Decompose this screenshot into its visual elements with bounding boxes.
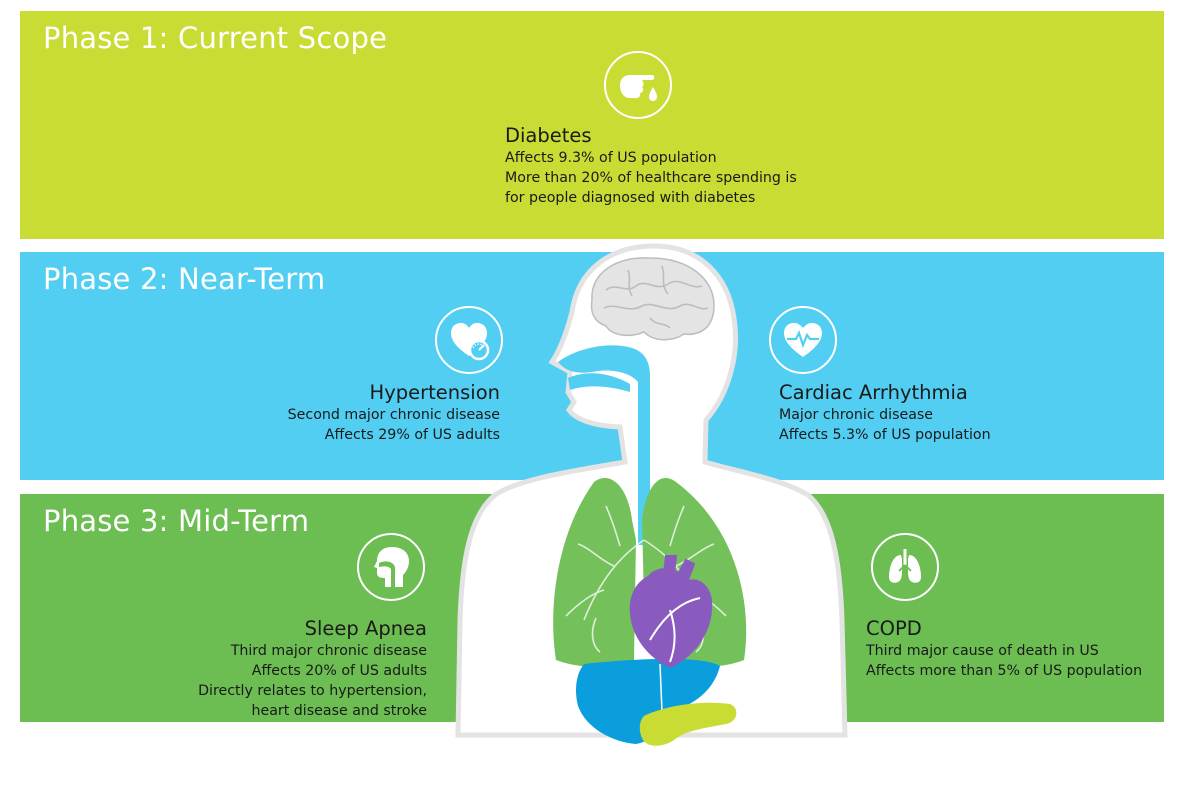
- pancreas: [639, 702, 737, 746]
- sleep-apnea-info: Sleep Apnea Third major chronic disease …: [198, 617, 427, 721]
- condition-detail: Affects more than 5% of US population: [866, 663, 1143, 679]
- liver: [576, 658, 720, 744]
- heart-gauge-icon: [451, 323, 490, 361]
- condition-name: Hypertension: [369, 381, 500, 404]
- condition-detail: Third major cause of death in US: [866, 643, 1099, 659]
- lungs-icon: [889, 549, 921, 583]
- arrhythmia-icon-circle: [769, 306, 837, 374]
- condition-detail: Directly relates to hypertension,: [198, 683, 427, 699]
- condition-detail: Affects 20% of US adults: [251, 663, 427, 679]
- phase-2-title: Phase 2: Near-Term: [43, 262, 326, 296]
- copd-info: COPD Third major cause of death in US Af…: [866, 617, 1142, 681]
- condition-detail: Third major chronic disease: [230, 643, 427, 659]
- copd-icon-circle: [871, 533, 939, 601]
- condition-name: Diabetes: [505, 124, 592, 147]
- phase-3-title: Phase 3: Mid-Term: [43, 504, 310, 538]
- phase-1-title: Phase 1: Current Scope: [43, 21, 388, 55]
- condition-name: Sleep Apnea: [304, 617, 427, 640]
- liver-lobe-line: [659, 663, 663, 713]
- brain: [590, 257, 715, 341]
- condition-detail: Affects 29% of US adults: [324, 427, 500, 443]
- condition-detail: Affects 9.3% of US population: [505, 150, 717, 166]
- diabetes-info: Diabetes Affects 9.3% of US population M…: [505, 124, 797, 208]
- condition-detail: Affects 5.3% of US population: [779, 427, 991, 443]
- arrhythmia-info: Cardiac Arrhythmia Major chronic disease…: [779, 381, 991, 445]
- condition-detail: heart disease and stroke: [251, 703, 427, 719]
- sleep-apnea-icon-circle: [357, 533, 425, 601]
- nasal-cavity: [568, 373, 630, 392]
- condition-name: COPD: [866, 617, 922, 640]
- left-lung: [553, 478, 636, 667]
- heart: [629, 555, 713, 668]
- condition-detail: Second major chronic disease: [287, 407, 500, 423]
- phase-1-band: Phase 1: Current Scope: [20, 11, 1164, 239]
- hypertension-icon-circle: [435, 306, 503, 374]
- condition-name: Cardiac Arrhythmia: [779, 381, 968, 404]
- airway: [558, 345, 650, 545]
- hypertension-info: Hypertension Second major chronic diseas…: [288, 381, 500, 445]
- condition-detail: for people diagnosed with diabetes: [505, 190, 756, 206]
- phase-2-band: Phase 2: Near-Term: [20, 252, 1164, 480]
- condition-detail: Major chronic disease: [779, 407, 934, 423]
- heart-pulse-icon: [784, 323, 822, 357]
- diabetes-icon-circle: [604, 51, 672, 119]
- head-airway-icon: [374, 547, 409, 587]
- finger-blood-drop-icon: [620, 75, 657, 101]
- condition-detail: More than 20% of healthcare spending is: [505, 170, 797, 186]
